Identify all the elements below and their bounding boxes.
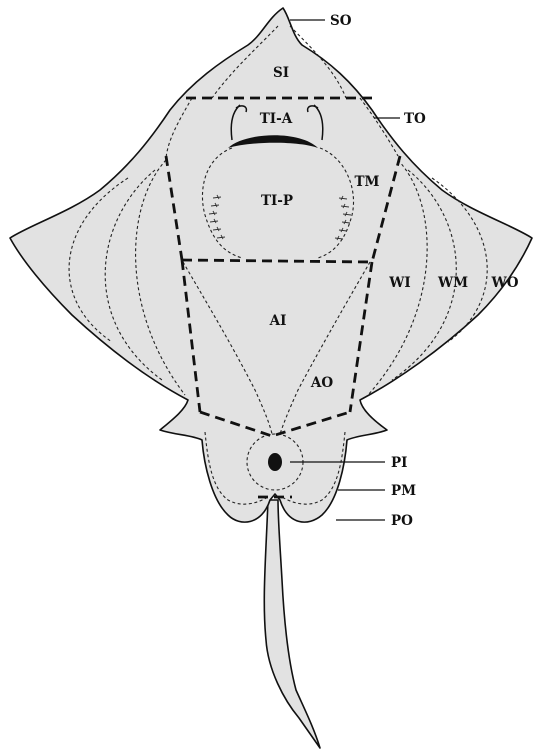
label-tm: TM — [355, 174, 380, 190]
label-wi: WI — [388, 275, 410, 291]
label-ti-p: TI-P — [261, 193, 293, 209]
body-outline — [10, 8, 532, 522]
label-ai: AI — [269, 313, 287, 329]
label-ti-a: TI-A — [260, 111, 293, 127]
label-so: SO — [330, 13, 352, 29]
label-pi: PI — [391, 455, 407, 471]
label-ao: AO — [310, 375, 333, 391]
label-si: SI — [273, 65, 289, 81]
label-to: TO — [404, 111, 426, 127]
label-po: PO — [391, 513, 413, 529]
tail — [264, 500, 320, 748]
cloaca-icon — [268, 453, 282, 471]
label-pm: PM — [391, 483, 416, 499]
label-wo: WO — [491, 275, 519, 291]
label-wm: WM — [437, 275, 468, 291]
